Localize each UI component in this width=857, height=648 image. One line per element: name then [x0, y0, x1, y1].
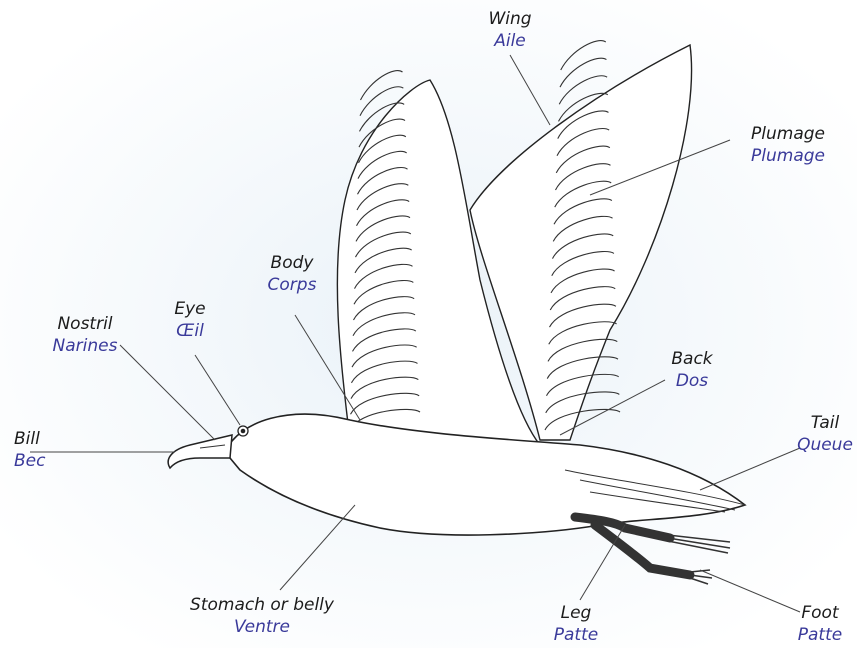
- eye: [238, 426, 248, 436]
- label-body-fr: Corps: [268, 274, 317, 296]
- label-back: Back Dos: [671, 348, 712, 392]
- label-wing: Wing Aile: [488, 8, 531, 52]
- label-body-en: Body: [268, 252, 317, 274]
- label-back-fr: Dos: [671, 370, 712, 392]
- label-stomach-en: Stomach or belly: [190, 594, 334, 616]
- label-eye: Eye Œil: [174, 298, 205, 342]
- label-foot: Foot Patte: [798, 602, 842, 646]
- label-foot-en: Foot: [798, 602, 842, 624]
- label-stomach-fr: Ventre: [190, 616, 334, 638]
- label-nostril: Nostril Narines: [53, 313, 118, 357]
- label-bill-fr: Bec: [14, 450, 45, 472]
- label-plumage-fr: Plumage: [751, 145, 825, 167]
- label-bill-en: Bill: [14, 428, 45, 450]
- label-tail: Tail Queue: [797, 412, 853, 456]
- label-plumage-en: Plumage: [751, 123, 825, 145]
- label-tail-en: Tail: [797, 412, 853, 434]
- label-wing-en: Wing: [488, 8, 531, 30]
- label-back-en: Back: [671, 348, 712, 370]
- label-eye-en: Eye: [174, 298, 205, 320]
- label-leg-fr: Patte: [554, 624, 598, 646]
- label-plumage: Plumage Plumage: [751, 123, 825, 167]
- label-leg-en: Leg: [554, 602, 598, 624]
- label-leg: Leg Patte: [554, 602, 598, 646]
- label-wing-fr: Aile: [488, 30, 531, 52]
- label-bill: Bill Bec: [14, 428, 45, 472]
- label-body: Body Corps: [268, 252, 317, 296]
- label-nostril-fr: Narines: [53, 335, 118, 357]
- label-eye-fr: Œil: [174, 320, 205, 342]
- label-foot-fr: Patte: [798, 624, 842, 646]
- label-stomach: Stomach or belly Ventre: [190, 594, 334, 638]
- label-nostril-en: Nostril: [53, 313, 118, 335]
- label-tail-fr: Queue: [797, 434, 853, 456]
